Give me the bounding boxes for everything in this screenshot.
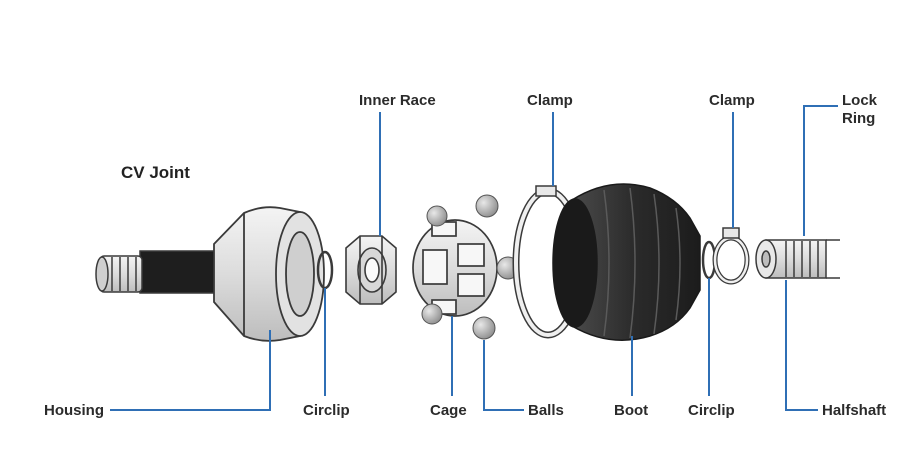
label-inner-race: Inner Race	[359, 92, 436, 109]
label-clamp-top: Clamp	[527, 92, 573, 109]
label-lock-ring: Lock Ring	[842, 92, 878, 127]
inner-race-part	[345, 235, 397, 305]
diagram-title: CV Joint	[121, 163, 190, 182]
cage-part	[412, 219, 498, 317]
label-circlip-left: Circlip	[303, 402, 350, 419]
housing-part	[213, 206, 325, 342]
label-cage: Cage	[430, 402, 467, 419]
label-housing: Housing	[44, 402, 104, 419]
label-circlip-right: Circlip	[688, 402, 735, 419]
label-balls: Balls	[528, 402, 564, 419]
leader-halfshaft	[785, 280, 818, 411]
balls-part	[421, 194, 520, 340]
housing-stub-shaft	[95, 250, 221, 294]
boot-part	[552, 183, 701, 341]
label-halfshaft: Halfshaft	[822, 402, 887, 419]
clamp-small-part	[712, 227, 750, 285]
leader-lock-ring	[803, 105, 838, 236]
label-boot: Boot	[614, 402, 649, 419]
leader-balls	[483, 340, 524, 411]
label-clamp-right: Clamp	[709, 92, 755, 109]
leader-housing	[110, 330, 271, 411]
halfshaft-part	[755, 239, 840, 279]
leader-lines	[110, 105, 838, 411]
